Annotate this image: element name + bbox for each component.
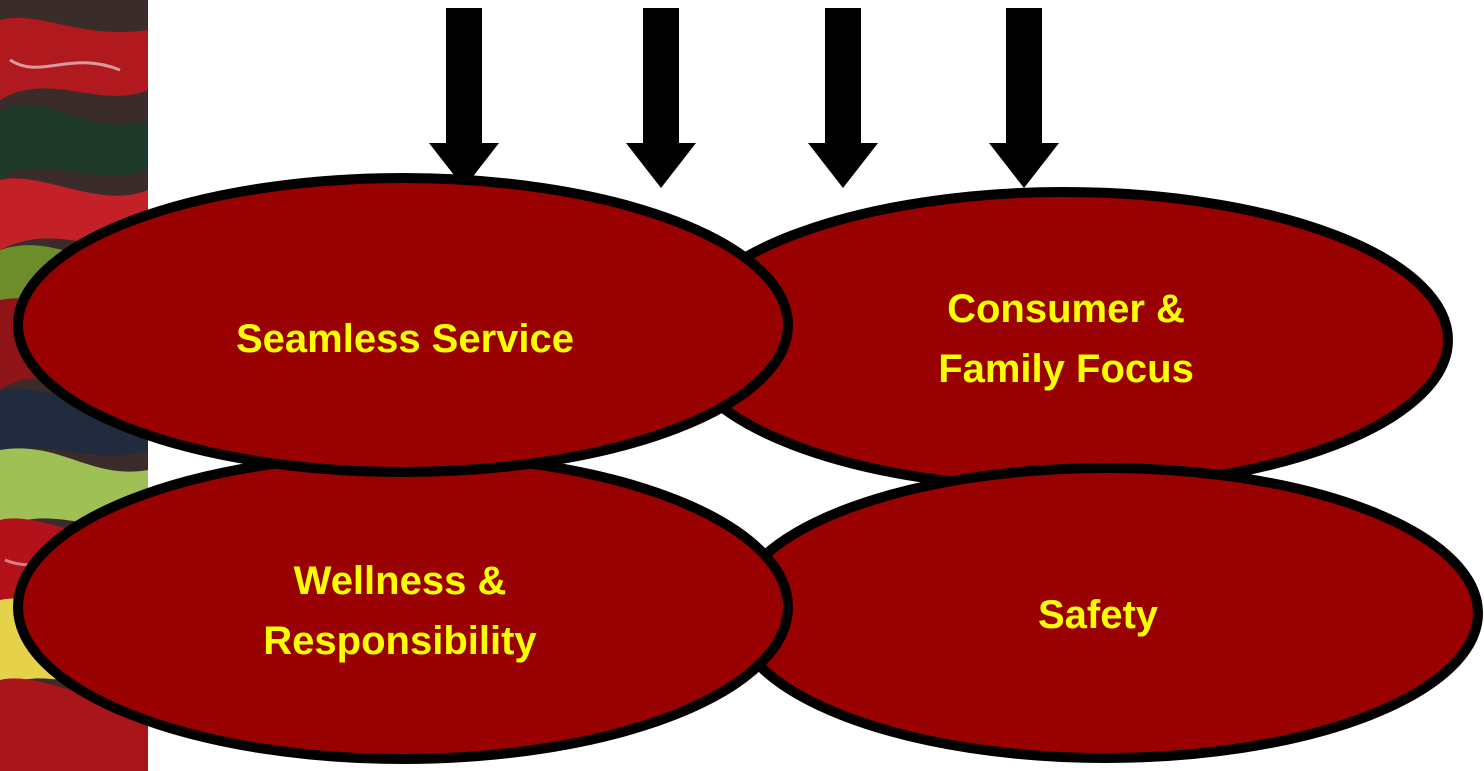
seamless-service-label: Seamless Service	[236, 317, 574, 361]
ellipse-safety: Safety	[729, 463, 1483, 763]
arrow-down-icon	[808, 8, 878, 188]
ellipse-seamless-service: Seamless Service	[13, 173, 793, 477]
arrow-down-icon	[429, 8, 499, 188]
consumer-family-focus-line2: Family Focus	[938, 347, 1194, 391]
wellness-responsibility-line2: Responsibility	[263, 619, 537, 663]
ellipse-consumer-family-focus: Consumer & Family Focus	[675, 187, 1453, 493]
consumer-family-focus-line1: Consumer &	[947, 287, 1185, 331]
arrow-down-icon	[626, 8, 696, 188]
safety-label: Safety	[1038, 593, 1159, 637]
wellness-responsibility-line1: Wellness &	[294, 559, 507, 603]
arrow-down-icon	[989, 8, 1059, 188]
ellipse-wellness-responsibility: Wellness & Responsibility	[13, 450, 793, 764]
